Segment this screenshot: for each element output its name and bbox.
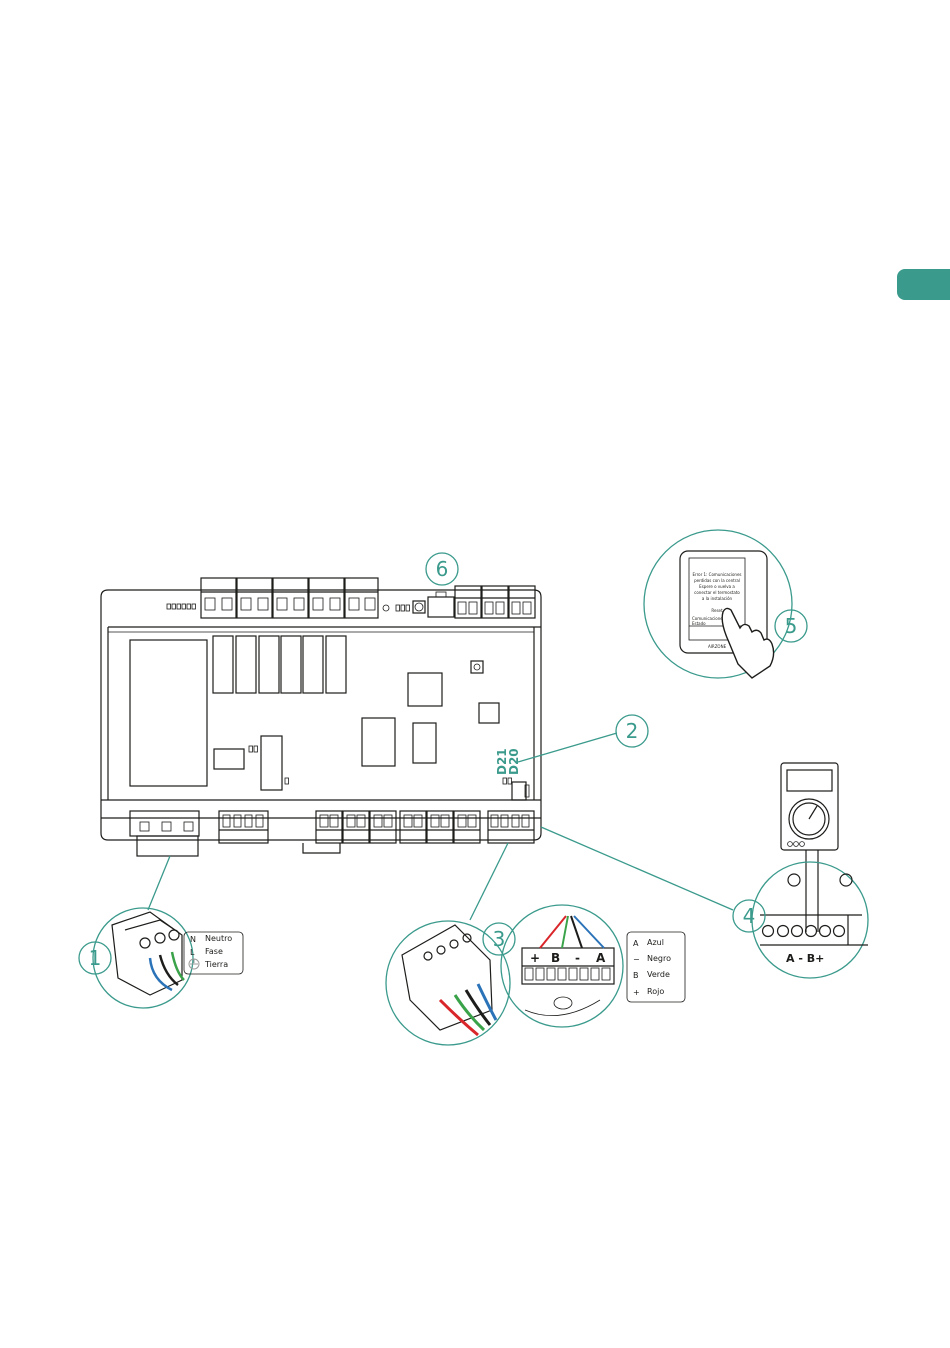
top-relay-connectors bbox=[201, 578, 378, 618]
svg-text:N: N bbox=[190, 935, 196, 944]
bus-connector-detail: + B - A 3 A Azul − Negro B Verde + Rojo bbox=[386, 905, 685, 1045]
callout-2: 2 bbox=[616, 715, 648, 747]
svg-text:L: L bbox=[190, 948, 195, 957]
svg-text:a la instalación: a la instalación bbox=[702, 596, 733, 601]
top-bus-connectors bbox=[383, 586, 535, 618]
svg-text:perdidas con la central: perdidas con la central bbox=[694, 578, 740, 583]
multimeter-terminal-label: A - B+ bbox=[786, 952, 824, 965]
svg-text:-: - bbox=[575, 951, 580, 965]
callout-leaders bbox=[148, 733, 733, 920]
callout-4-number: 4 bbox=[743, 904, 756, 928]
led-labels: D21 D20 bbox=[495, 748, 521, 775]
svg-text:Negro: Negro bbox=[647, 954, 671, 963]
svg-text:Azul: Azul bbox=[647, 938, 664, 947]
svg-text:Error 1: Comunicaciones: Error 1: Comunicaciones bbox=[693, 572, 742, 577]
callout-6-number: 6 bbox=[436, 557, 449, 581]
callout-6: 6 bbox=[426, 553, 458, 585]
earth-icon bbox=[189, 959, 199, 969]
svg-text:Reset: Reset bbox=[711, 608, 723, 613]
svg-text:Espere o vuelva a: Espere o vuelva a bbox=[699, 584, 735, 589]
power-connector-detail: 1 N Neutro L Fase Tierra bbox=[79, 908, 243, 1008]
svg-text:B: B bbox=[633, 971, 639, 980]
callout-1-number: 1 bbox=[89, 946, 102, 970]
svg-text:Estado: Estado bbox=[692, 621, 706, 626]
svg-text:Rojo: Rojo bbox=[647, 987, 664, 996]
svg-text:Neutro: Neutro bbox=[205, 934, 232, 943]
svg-text:Fase: Fase bbox=[205, 947, 223, 956]
svg-text:+: + bbox=[633, 988, 640, 997]
board-components bbox=[130, 636, 529, 800]
pointing-hand-icon bbox=[722, 608, 773, 678]
svg-text:B: B bbox=[551, 951, 560, 965]
svg-text:conectar el termostato: conectar el termostato bbox=[694, 590, 740, 595]
control-board: D21 D20 bbox=[101, 578, 541, 856]
thermostat-detail: Error 1: Comunicaciones perdidas con la … bbox=[644, 530, 807, 678]
led-row bbox=[167, 604, 196, 609]
multimeter-detail: A - B+ 4 bbox=[733, 763, 868, 978]
callout-3-number: 3 bbox=[493, 927, 506, 951]
svg-text:Tierra: Tierra bbox=[204, 960, 228, 969]
callout-2-number: 2 bbox=[626, 719, 639, 743]
thermostat-brand: AIRZONE bbox=[708, 644, 727, 649]
svg-text:A: A bbox=[633, 939, 639, 948]
svg-text:Verde: Verde bbox=[647, 970, 670, 979]
svg-text:−: − bbox=[633, 955, 640, 964]
svg-text:A: A bbox=[596, 951, 606, 965]
callout-5-number: 5 bbox=[785, 614, 798, 638]
svg-text:+: + bbox=[530, 951, 540, 965]
